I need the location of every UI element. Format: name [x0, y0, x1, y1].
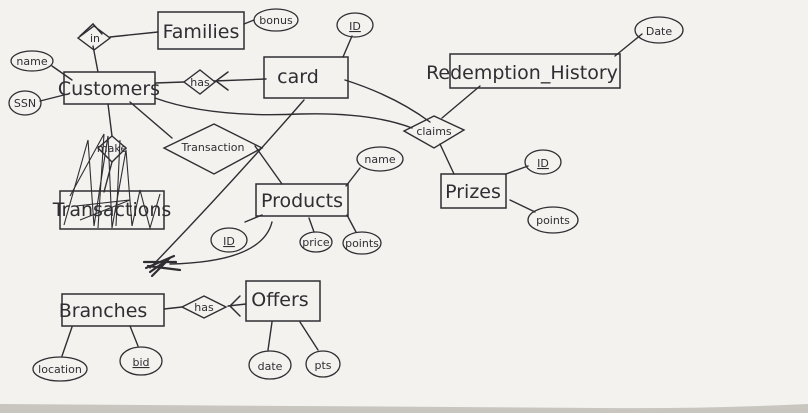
entity-families: Families [157, 11, 245, 50]
relationship-has-offers: has [180, 295, 228, 319]
attribute-branches-location-label: location [38, 363, 82, 376]
relationship-transaction: Transaction [162, 123, 264, 175]
entity-customers: Customers [58, 71, 160, 105]
attribute-customers-ssn-label: SSN [14, 97, 36, 110]
attribute-redemption-date: Date [634, 16, 684, 44]
relationship-has-card: has [182, 69, 217, 95]
attribute-branches-bid-label: bid [132, 356, 149, 369]
relationship-has-offers-label: has [194, 301, 214, 314]
entity-card: card [263, 56, 349, 99]
attribute-offers-date: date [248, 350, 292, 380]
attribute-offers-pts-label: pts [314, 359, 331, 372]
attribute-offers-date-label: date [258, 360, 283, 373]
attribute-prizes-points-label: points [536, 214, 570, 227]
entity-branches: Branches [59, 293, 165, 327]
arrow-offers-has [228, 295, 241, 317]
relationship-claims-label: claims [416, 125, 452, 138]
attribute-card-id-label: ID [349, 20, 361, 33]
attribute-products-points: points [342, 231, 382, 255]
entity-branches-label: Branches [59, 300, 148, 322]
attribute-card-id: ID [336, 12, 374, 38]
entity-offers: Offers [245, 280, 321, 322]
attribute-prizes-id: ID [524, 149, 562, 175]
arrow-card-has [214, 71, 229, 91]
entity-transactions: Transactions [52, 133, 172, 231]
relationship-transaction-label: Transaction [181, 141, 245, 154]
entity-products: Products [255, 183, 349, 217]
connection-lines [39, 19, 643, 357]
attribute-offers-pts: pts [305, 350, 341, 378]
arrow-marks [79, 22, 241, 317]
attribute-customers-name: name [10, 50, 54, 72]
attribute-products-price-label: price [302, 236, 330, 249]
attribute-redemption-date-label: Date [646, 25, 673, 38]
arrow-in-customers [79, 22, 103, 37]
attribute-branches-bid: bid [119, 346, 163, 376]
attribute-customers-ssn: SSN [8, 90, 42, 116]
entity-offers-label: Offers [251, 289, 308, 311]
relationship-in-label: in [90, 32, 100, 45]
entity-redemption-history-label: Redemption_History [426, 62, 618, 84]
attribute-products-id: ID [210, 227, 248, 253]
attribute-products-id-label: ID [223, 235, 235, 248]
relationship-make-label: make [97, 142, 127, 155]
entity-card-label: card [277, 66, 319, 88]
attribute-branches-location: location [32, 356, 88, 382]
entity-families-label: Families [163, 21, 240, 43]
relationship-has-card-label: has [190, 76, 210, 89]
attribute-families-bonus: bonus [253, 8, 299, 32]
crows-foot-branches [142, 254, 182, 278]
attribute-families-bonus-label: bonus [259, 14, 293, 27]
entity-customers-label: Customers [58, 78, 160, 100]
attribute-prizes-points: points [527, 206, 579, 234]
entity-products-label: Products [261, 190, 343, 212]
attribute-customers-name-label: name [16, 55, 47, 68]
entity-transactions-label: Transactions [52, 199, 172, 221]
entity-prizes-label: Prizes [445, 181, 501, 203]
relationship-claims: claims [402, 115, 466, 149]
entity-prizes: Prizes [440, 173, 507, 209]
attribute-products-price: price [299, 231, 333, 253]
entity-redemption-history: Redemption_History [426, 53, 621, 89]
attribute-products-points-label: points [345, 237, 379, 250]
attribute-prizes-id-label: ID [537, 157, 549, 170]
relationship-in: in [76, 25, 112, 51]
attribute-products-name: name [356, 146, 404, 172]
attribute-products-name-label: name [364, 153, 395, 166]
transactions-scribble [63, 133, 161, 231]
relationship-make: make [97, 135, 127, 163]
